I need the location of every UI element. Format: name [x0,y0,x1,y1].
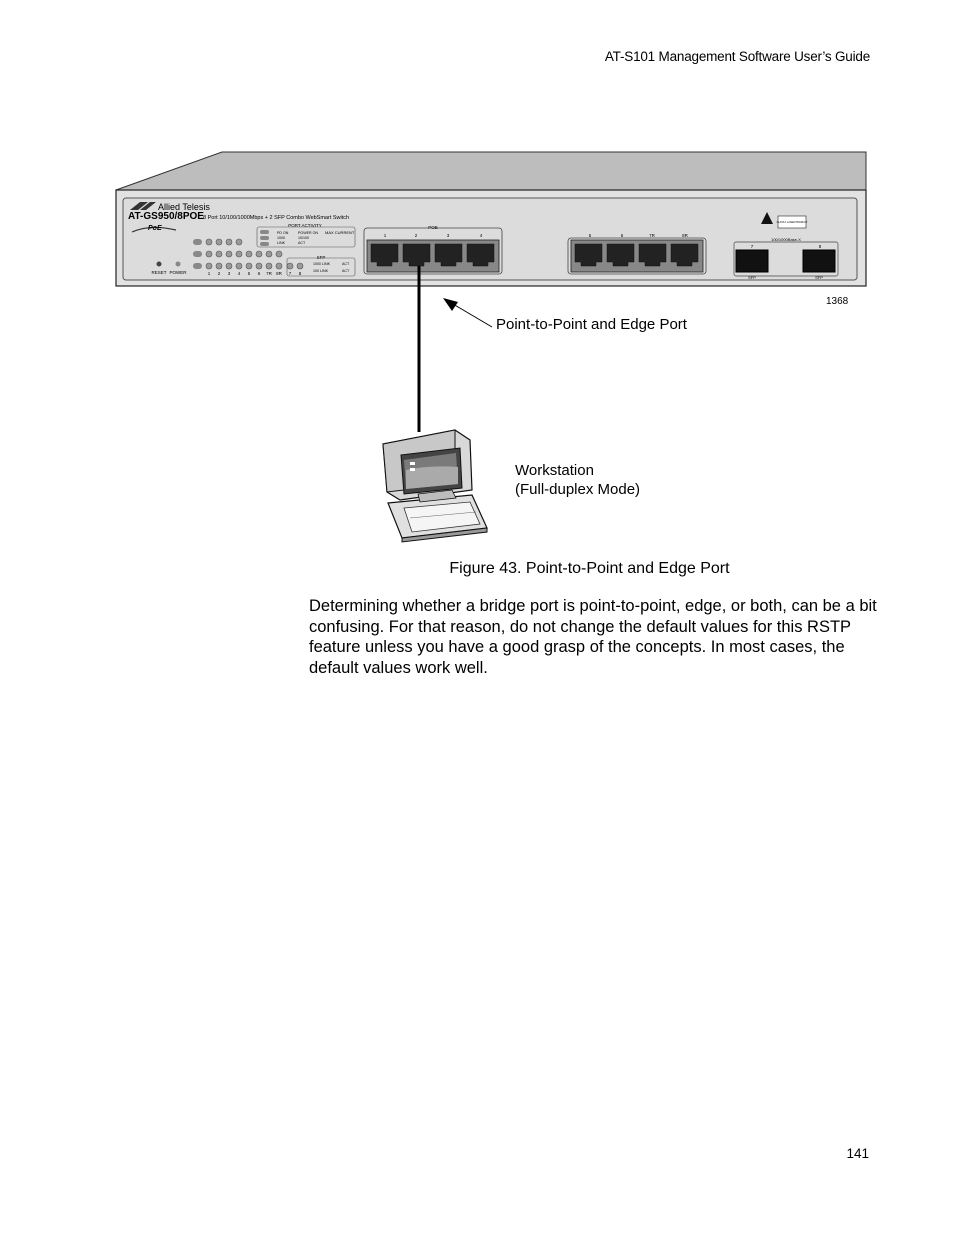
callout-workstation-line1: Workstation [515,462,594,479]
reset-label: RESET [151,270,166,275]
laser-warning: CLASS 1 LASER PRODUCT [761,212,808,229]
sfp-slots: 100/1000Base-X 7 8 SFP SFP [733,237,839,280]
figure-caption: Figure 43. Point-to-Point and Edge Port [0,560,954,578]
svg-text:2: 2 [218,271,221,276]
svg-text:100 LINK: 100 LINK [313,269,329,273]
power-led [175,261,181,267]
svg-text:4: 4 [480,233,483,238]
svg-text:8R: 8R [276,271,283,276]
svg-text:5: 5 [248,271,251,276]
running-header: AT-S101 Management Software User’s Guide [604,49,870,64]
svg-text:7: 7 [289,271,292,276]
svg-text:PD ON: PD ON [277,231,289,235]
svg-text:5: 5 [589,233,592,238]
rj45-port [466,243,495,267]
reset-button [156,261,162,267]
svg-text:1: 1 [384,233,387,238]
brand-name: Allied Telesis [158,202,210,212]
svg-text:8: 8 [819,244,822,249]
svg-text:ACT: ACT [342,269,350,273]
sfp-legend: SFP 1000 LINK ACT 100 LINK ACT [286,255,356,277]
port-activity-legend: PORT ACTIVITY PD ON POWER ON 1000 10/100… [256,223,356,248]
svg-text:PoE: PoE [148,225,162,232]
figure-number: 1368 [826,296,849,307]
rj45-port [638,243,667,267]
svg-text:ACT: ACT [342,262,350,266]
sfp-slot [735,249,769,273]
svg-text:8R: 8R [682,233,689,238]
rj45-port [402,243,431,267]
callout-port-label: Point-to-Point and Edge Port [496,316,687,333]
switch-model: AT-GS950/8POE [128,211,204,222]
svg-text:7R: 7R [649,233,656,238]
body-paragraph: Determining whether a bridge port is poi… [309,597,877,677]
svg-text:1000: 1000 [277,236,285,240]
svg-text:SFP: SFP [317,255,326,260]
switch-top-surface [115,151,867,191]
svg-text:7: 7 [751,244,754,249]
led-matrix: 1 2 3 4 5 6 7R 8R 7 8 [193,238,304,276]
port-group-5-8: 5 6 7R 8R [567,233,707,275]
svg-text:POE: POE [428,225,438,230]
svg-text:MAX CURRENT: MAX CURRENT [325,230,355,235]
sfp-slot [802,249,836,273]
power-label: POWER [169,270,187,275]
svg-text:6: 6 [258,271,261,276]
poe-port-group: POE 1 2 3 4 [363,225,503,275]
svg-text:SFP: SFP [815,275,823,280]
svg-text:6: 6 [621,233,624,238]
svg-text:7R: 7R [266,271,273,276]
svg-text:3: 3 [228,271,231,276]
figure-caption-text: Figure 43. Point-to-Point and Edge Port [449,560,730,577]
svg-text:1000 LINK: 1000 LINK [313,262,331,266]
brand-logo: Allied Telesis [130,202,210,212]
callout-workstation-line2: (Full-duplex Mode) [515,481,641,498]
svg-text:LINK: LINK [277,241,286,245]
svg-text:ACT: ACT [298,241,306,245]
svg-text:POWER ON: POWER ON [298,231,318,235]
svg-text:10/100: 10/100 [298,236,309,240]
page-number: 141 [846,1146,869,1161]
svg-text:8: 8 [299,271,302,276]
workstation-icon [382,429,488,543]
rj45-port [574,243,603,267]
svg-text:3: 3 [447,233,450,238]
svg-text:1: 1 [208,271,211,276]
svg-text:100/1000Base-X: 100/1000Base-X [771,237,801,242]
svg-text:CLASS 1 LASER PRODUCT: CLASS 1 LASER PRODUCT [777,221,808,224]
switch-description: 8 Port 10/100/1000Mbps + 2 SFP Combo Web… [203,215,349,221]
svg-text:2: 2 [415,233,418,238]
svg-text:PORT ACTIVITY: PORT ACTIVITY [288,223,322,228]
poe-logo: PoE [131,225,177,233]
rj45-port [606,243,635,267]
svg-text:4: 4 [238,271,241,276]
switch-figure: Allied Telesis AT-GS950/8POE 8 Port 10/1… [115,151,867,543]
rj45-port [370,243,399,267]
rj45-port [434,243,463,267]
callout-arrow [443,298,493,328]
svg-text:SFP: SFP [748,275,756,280]
rj45-port [670,243,699,267]
